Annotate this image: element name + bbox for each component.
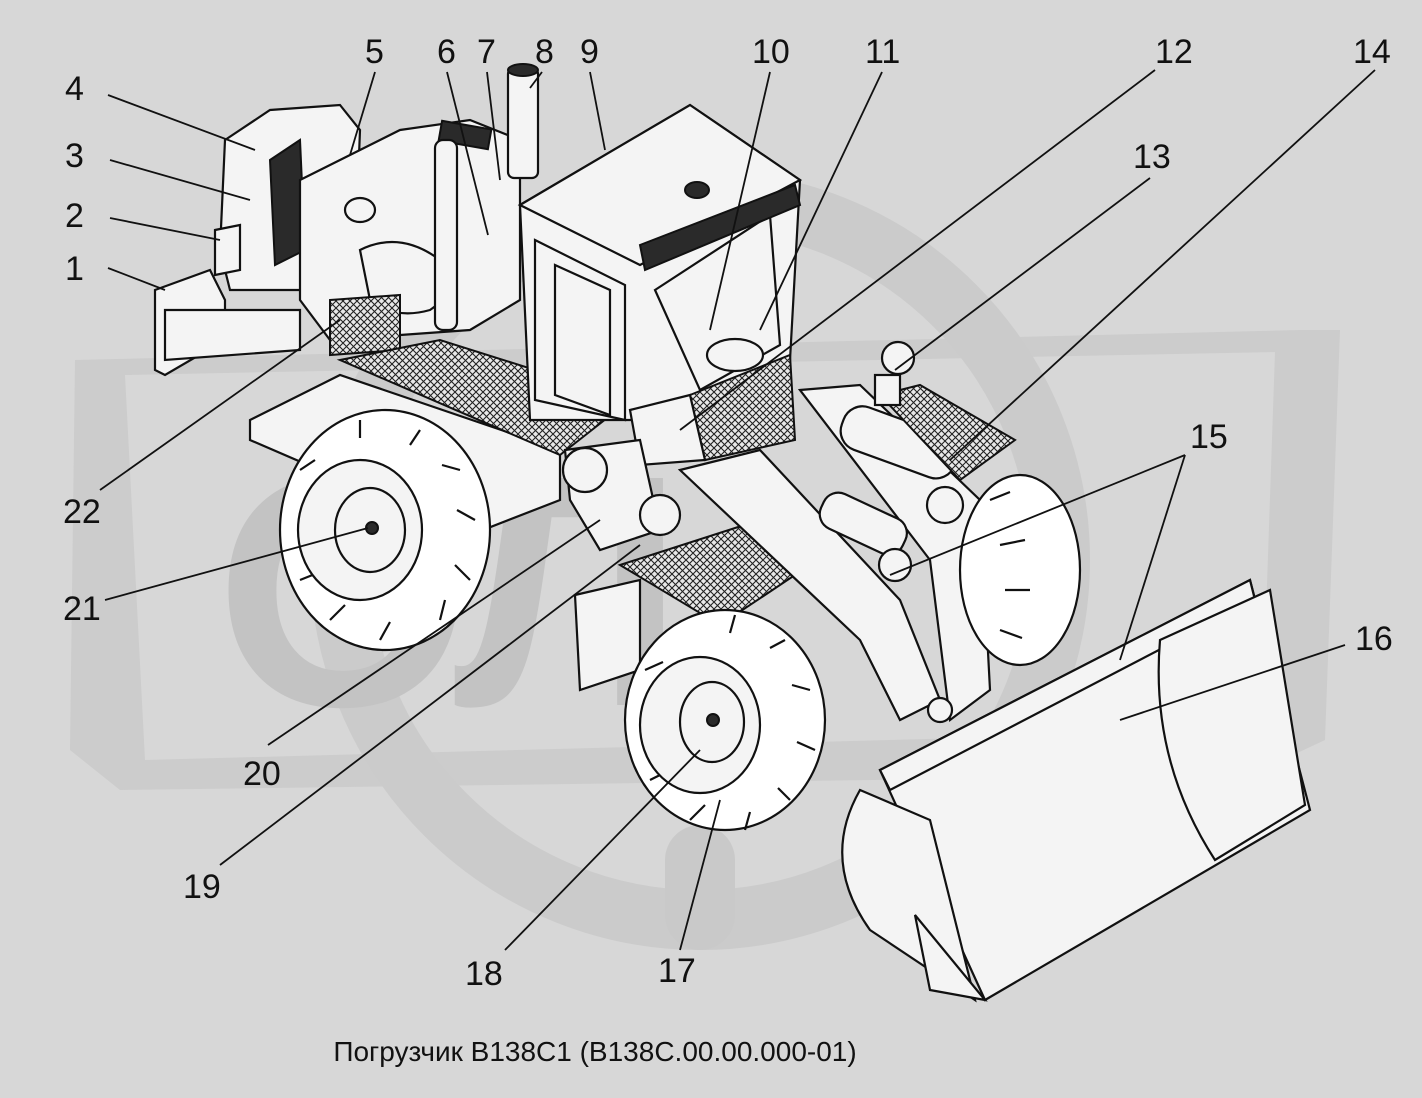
rear-wheel <box>278 408 492 652</box>
bucket <box>841 578 1312 1003</box>
callout-17: 17 <box>658 952 696 990</box>
callout-1: 1 <box>65 250 84 288</box>
callout-6: 6 <box>437 33 456 71</box>
callout-labels: 1 2 3 4 5 6 7 8 9 10 11 12 13 14 15 16 1… <box>63 33 1393 993</box>
callout-19: 19 <box>183 868 221 906</box>
callout-8: 8 <box>535 33 554 71</box>
callout-2: 2 <box>65 197 84 235</box>
callout-7: 7 <box>477 33 496 71</box>
callout-11: 11 <box>865 33 900 71</box>
callout-14: 14 <box>1353 33 1391 71</box>
callout-5: 5 <box>365 33 384 71</box>
figure-caption: Погрузчик В138С1 (В138С.00.00.000-01) <box>333 1036 857 1067</box>
callout-18: 18 <box>465 955 503 993</box>
leader-lines <box>99 69 1376 951</box>
callout-22: 22 <box>63 493 101 531</box>
far-front-wheel <box>958 473 1082 667</box>
callout-12: 12 <box>1155 33 1193 71</box>
callout-16: 16 <box>1355 620 1393 658</box>
callout-21: 21 <box>63 590 101 628</box>
callout-4: 4 <box>65 70 84 108</box>
callout-15: 15 <box>1190 418 1228 456</box>
callout-10: 10 <box>752 33 790 71</box>
callout-9: 9 <box>580 33 599 71</box>
callout-13: 13 <box>1133 138 1171 176</box>
callout-3: 3 <box>65 137 84 175</box>
callout-20: 20 <box>243 755 281 793</box>
